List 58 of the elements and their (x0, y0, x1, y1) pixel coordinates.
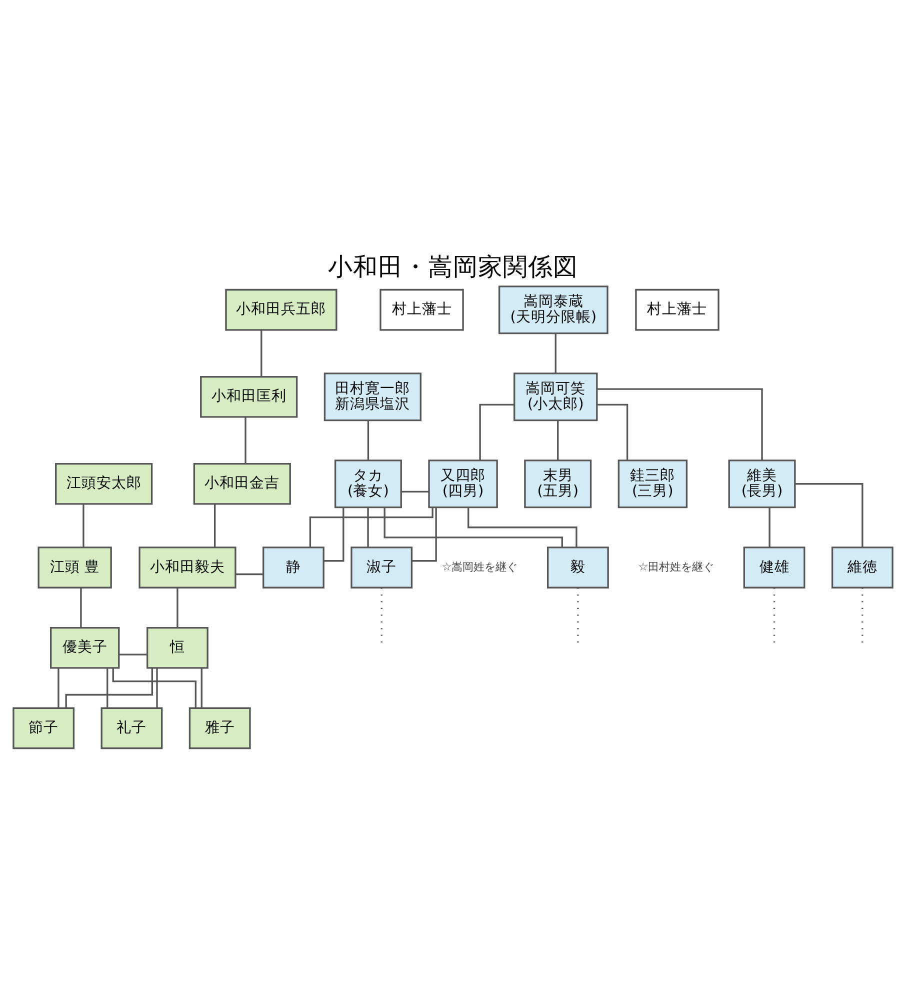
connector (118, 654, 147, 656)
node-box: 江頭 豊 (37, 546, 112, 588)
connector (556, 420, 558, 460)
connector (478, 404, 514, 460)
diagram-title: 小和田・嵩岡家関係図 (328, 252, 578, 281)
connector (308, 508, 433, 548)
connector (596, 388, 762, 460)
node-box: 静 (262, 546, 324, 588)
node-box: タカ (養女) (334, 460, 402, 508)
node-box: 田村寛一郎 新潟県塩沢 (323, 372, 421, 422)
node-box: 村上藩士 (379, 288, 464, 331)
connector (400, 490, 428, 493)
node-box: 毅 (546, 546, 608, 588)
connector (244, 417, 246, 464)
node-box: 江頭安太郎 (54, 462, 152, 505)
connector (383, 508, 562, 548)
node-label: ☆田村姓を継ぐ (638, 560, 714, 574)
node-box: 嵩岡可笑 (小太郎) (513, 372, 598, 422)
node-label: ☆嵩岡姓を継ぐ (441, 560, 518, 574)
connector (64, 668, 152, 708)
connector (366, 508, 368, 548)
connector (467, 508, 577, 547)
node-box: 嵩岡泰蔵 (天明分限帳) (498, 286, 608, 334)
connector (80, 588, 82, 628)
node-box: 維徳 (830, 546, 893, 588)
connector (768, 508, 770, 548)
node-box: 優美子 (50, 626, 120, 669)
node-box: 小和田金吉 (192, 462, 290, 505)
connector (235, 573, 263, 576)
connector (323, 507, 344, 562)
connector (200, 668, 202, 708)
node-box: 小和田兵五郎 (224, 288, 337, 331)
connector (366, 420, 369, 460)
connector (176, 588, 178, 628)
node-box: 又四郎 (四男) (428, 460, 498, 508)
node-box: 末男 (五男) (524, 460, 592, 508)
connector (260, 330, 262, 376)
connector (57, 668, 59, 708)
node-box: 銈三郎 (三男) (617, 460, 688, 508)
connector (106, 668, 108, 708)
node-box: 礼子 (100, 707, 162, 750)
node-box: 淑子 (350, 546, 412, 588)
connector (412, 507, 436, 562)
node-box: 小和田匡利 (200, 376, 298, 418)
connector (112, 668, 196, 708)
node-box: 健雄 (742, 546, 805, 588)
connector (82, 504, 84, 548)
connector (156, 668, 158, 708)
node-box: 雅子 (188, 707, 250, 750)
node-box: 節子 (12, 707, 74, 750)
connector (554, 334, 556, 374)
node-box: 村上藩士 (634, 288, 719, 331)
connector (794, 483, 863, 548)
node-box: 維美 (長男) (728, 460, 796, 508)
connector (213, 504, 216, 548)
node-box: 小和田毅夫 (138, 546, 236, 588)
connector (596, 404, 628, 460)
node-box: 恒 (146, 626, 208, 669)
